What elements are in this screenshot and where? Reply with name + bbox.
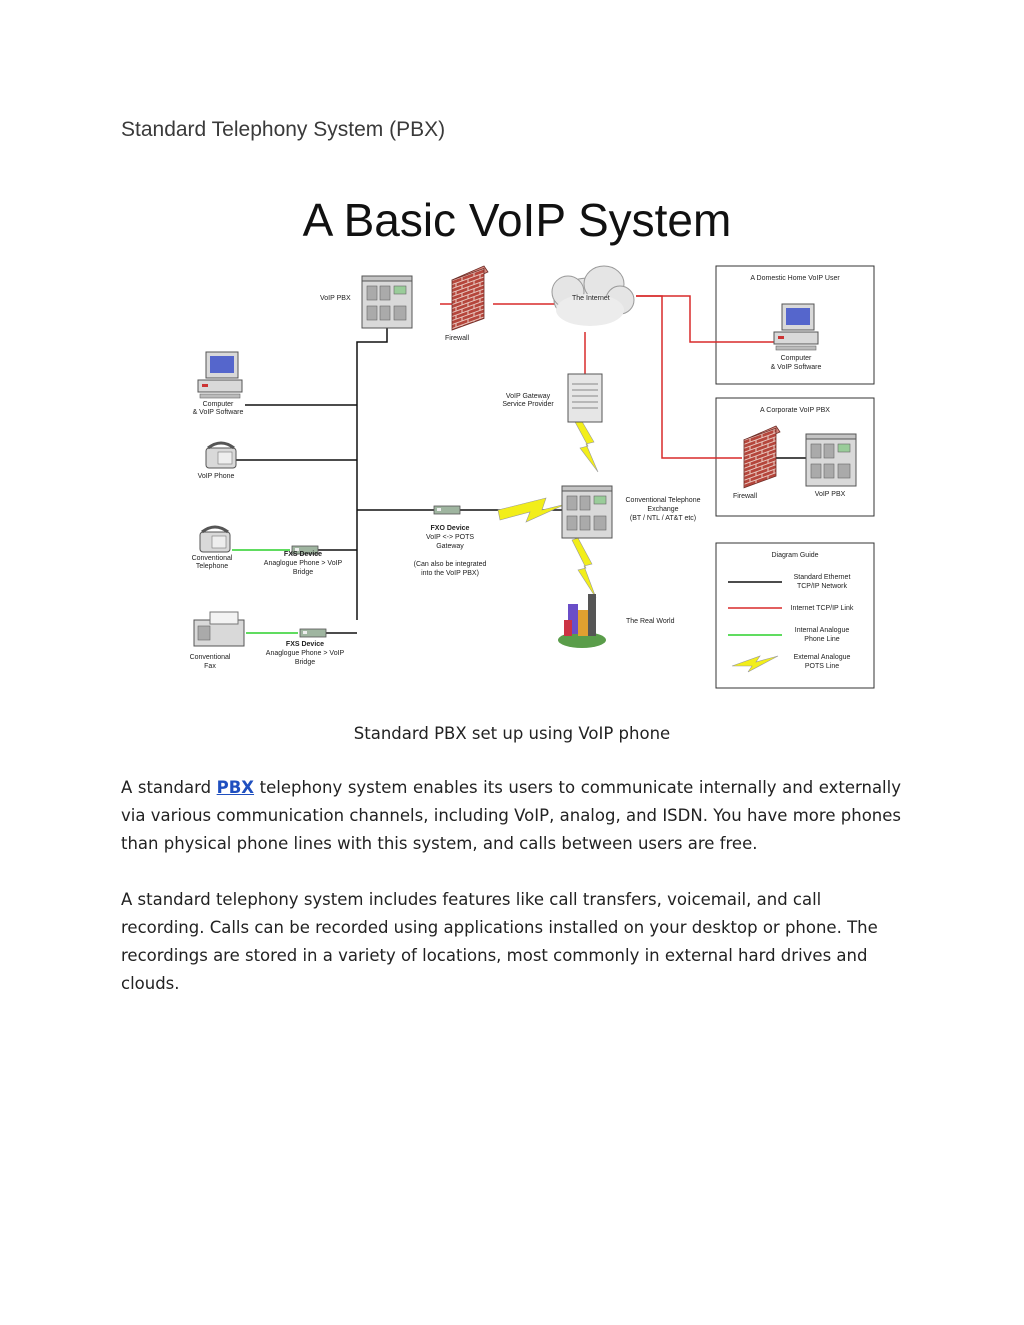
telephone-exchange-icon bbox=[561, 485, 613, 539]
label-fxo-desc: VoIP <-> POTS bbox=[426, 534, 474, 541]
label-guide-eth: Standard Ethernet bbox=[794, 574, 851, 581]
label-fxs-2-desc: Anaglogue Phone > VoIP bbox=[266, 650, 345, 657]
label-guide-ext-2: POTS Line bbox=[805, 663, 839, 670]
label-voip-pbx: VoIP PBX bbox=[320, 295, 351, 302]
label-computer-software: & VoIP Software bbox=[193, 409, 244, 416]
label-guide-eth-2: TCP/IP Network bbox=[797, 583, 848, 590]
label-exchange: Conventional Telephone bbox=[626, 497, 701, 504]
label-guide-int-2: Phone Line bbox=[804, 636, 840, 643]
label-guide-inet: Internet TCP/IP Link bbox=[791, 605, 854, 612]
label-guide-int: Internal Analogue bbox=[795, 627, 850, 634]
corporate-firewall-icon bbox=[743, 425, 781, 489]
label-home-computer: Computer bbox=[781, 355, 812, 362]
label-internet: The Internet bbox=[572, 295, 610, 302]
label-gateway: VoIP Gateway bbox=[506, 393, 551, 400]
label-conv-fax: Conventional bbox=[190, 654, 231, 661]
label-corp-title: A Corporate VoIP PBX bbox=[760, 407, 830, 414]
internet-cloud-icon bbox=[551, 265, 635, 326]
voip-system-diagram: A Basic VoIP System bbox=[190, 194, 875, 689]
label-conv-fax-2: Fax bbox=[204, 663, 216, 670]
label-fxo-note-2: into the VoIP PBX) bbox=[421, 570, 479, 577]
label-firewall: Firewall bbox=[445, 335, 470, 342]
label-gateway-provider: Service Provider bbox=[502, 401, 554, 408]
label-corp-pbx: VoIP PBX bbox=[815, 491, 846, 498]
paragraph-features: A standard telephony system includes fea… bbox=[121, 890, 878, 993]
label-exchange-3: (BT / NTL / AT&T etc) bbox=[630, 515, 696, 522]
pbx-link[interactable]: PBX bbox=[216, 778, 255, 797]
label-guide-ext: External Analogue bbox=[794, 654, 851, 661]
label-exchange-2: Exchange bbox=[647, 506, 678, 513]
label-fxo-gateway: Gateway bbox=[436, 543, 464, 550]
label-conv-phone: Conventional bbox=[192, 555, 233, 562]
voip-gateway-server-icon bbox=[567, 373, 603, 423]
label-fxo-note-1: (Can also be integrated bbox=[414, 561, 487, 568]
label-conv-phone-2: Telephone bbox=[196, 563, 228, 570]
page-heading: Standard Telephony System (PBX) bbox=[121, 118, 446, 141]
label-guide-title: Diagram Guide bbox=[771, 552, 818, 559]
label-fxs-1: FXS Device bbox=[284, 551, 322, 558]
label-fxo: FXO Device bbox=[431, 525, 470, 532]
real-world-city-icon bbox=[558, 594, 606, 648]
label-fxs-1-desc: Anaglogue Phone > VoIP bbox=[264, 560, 343, 567]
label-corp-firewall: Firewall bbox=[733, 493, 758, 500]
paragraph-pbx-intro: A standard PBX telephony system enables … bbox=[121, 778, 901, 853]
fax-machine-icon bbox=[193, 611, 245, 647]
label-real-world: The Real World bbox=[626, 618, 675, 625]
label-voip-phone: VoIP Phone bbox=[198, 473, 235, 480]
diagram-title: A Basic VoIP System bbox=[303, 194, 732, 246]
label-computer: Computer bbox=[203, 401, 234, 408]
figure-caption: Standard PBX set up using VoIP phone bbox=[353, 724, 671, 743]
label-home-user: A Domestic Home VoIP User bbox=[750, 275, 840, 282]
label-fxs-1-bridge: Bridge bbox=[293, 569, 313, 576]
label-fxs-2: FXS Device bbox=[286, 641, 324, 648]
label-home-computer-2: & VoIP Software bbox=[771, 364, 822, 371]
firewall-main-icon bbox=[451, 265, 489, 331]
label-fxs-2-bridge: Bridge bbox=[295, 659, 315, 666]
